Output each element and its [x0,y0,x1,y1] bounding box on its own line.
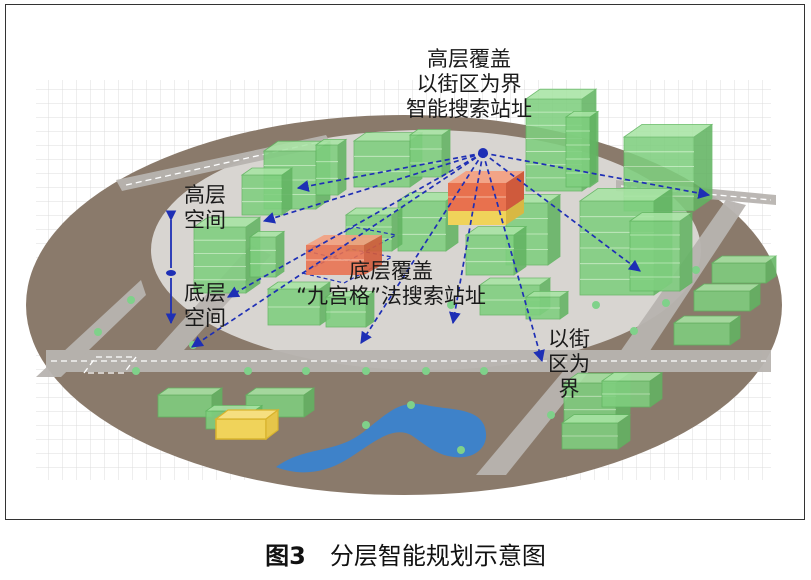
yellow-lot [214,408,280,441]
coverage-arrow [449,152,484,325]
high-space-line-2: 空间 [184,208,226,232]
layer-divider-dot [166,270,176,276]
trees [94,266,700,454]
building [408,128,452,178]
block-boundary-label: 以街 区为 界 [534,327,604,402]
low-space-label: 底层 空间 [170,281,240,331]
high-coverage-line-2: 以街区为界 [416,72,522,96]
low-space-line-1: 底层 [184,281,226,305]
low-space-line-2: 空间 [184,306,226,330]
coverage-arrow [360,152,484,345]
building [564,110,600,188]
coverage-arrow [482,152,545,363]
figure-frame: 高层覆盖 以街区为界 智能搜索站址 高层 空间 底层 空间 底层覆盖 “九宫格”… [5,4,805,520]
block-boundary-line-2: 区为 [548,352,590,376]
building [524,290,570,320]
building [672,315,742,346]
low-coverage-label: 底层覆盖 “九宫格”法搜索站址 [261,259,521,309]
coverage-arrows [191,152,711,363]
layer-axis [165,210,177,325]
building [628,211,694,292]
coverage-arrow [482,152,641,272]
building [464,225,528,276]
coverage-arrow [482,152,711,199]
high-layer-yellow-base [448,211,506,225]
high-layer-red-site [448,171,524,225]
low-coverage-line-1: 底层覆盖 [349,259,433,283]
high-space-line-1: 高层 [184,183,226,207]
high-coverage-line-1: 高层覆盖 [427,47,511,71]
figure-title: 分层智能规划示意图 [329,542,546,570]
building [240,167,294,216]
river [276,403,487,473]
figure-caption: 图3 分层智能规划示意图 [0,536,811,571]
coverage-arrow [226,152,484,298]
building [692,283,762,312]
high-coverage-label: 高层覆盖 以街区为界 智能搜索站址 [376,47,562,122]
block-boundary-line-1: 以街 [548,327,590,351]
coverage-arrow [262,152,484,224]
building [324,290,376,328]
building [266,281,332,326]
high-coverage-line-3: 智能搜索站址 [406,97,532,121]
coverage-arrow [296,152,484,192]
building [314,138,348,196]
building [600,371,664,408]
coverage-arrow [191,152,484,348]
building [560,413,632,450]
layered-planning-scene [26,80,782,495]
figure-number: 图3 [265,542,306,570]
block-boundary-line-3: 界 [558,377,580,401]
building [710,255,778,284]
high-site-antenna [478,148,488,158]
low-coverage-line-2: “九宫格”法搜索站址 [296,284,486,308]
high-space-label: 高层 空间 [170,183,240,233]
